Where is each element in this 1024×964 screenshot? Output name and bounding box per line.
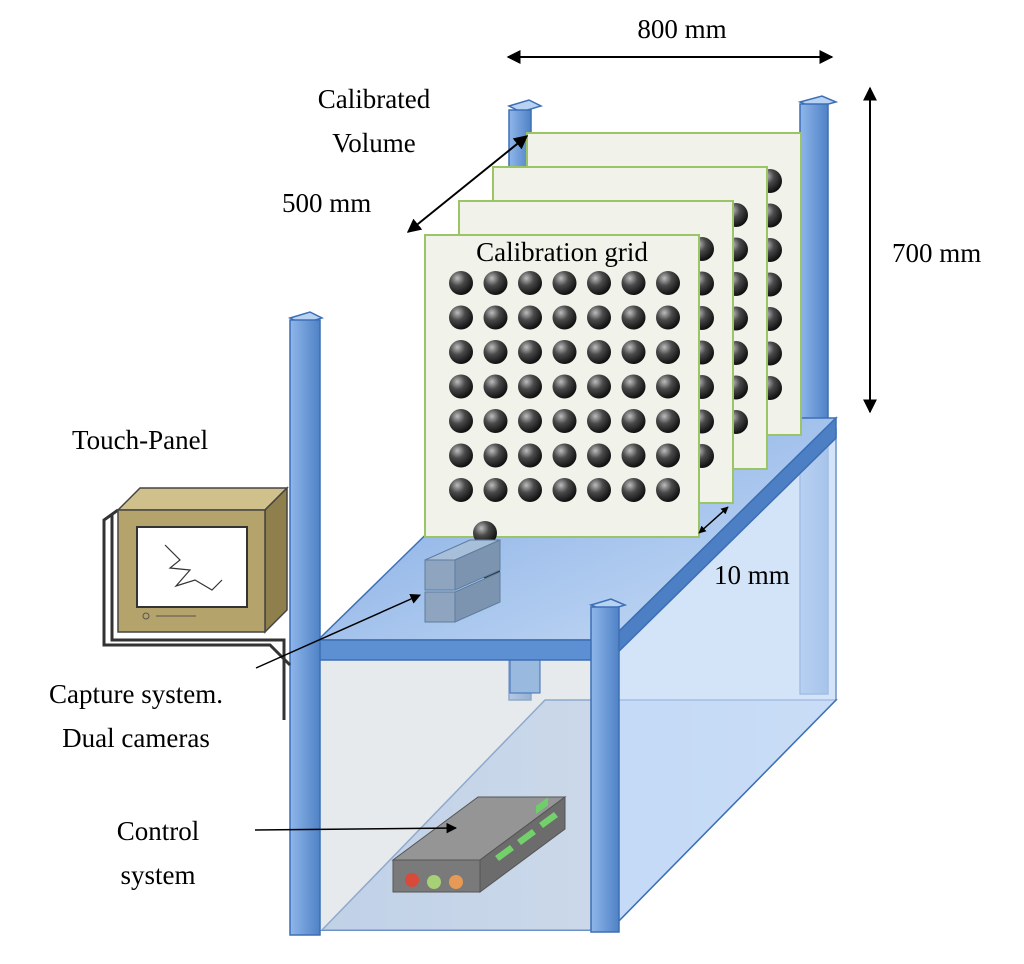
grid-dot <box>656 305 680 330</box>
grid-dot <box>587 305 611 330</box>
grid-dot <box>518 340 542 364</box>
grid-dot <box>656 374 680 399</box>
grid-dot <box>621 409 646 433</box>
grid-dot <box>483 443 508 468</box>
grid-dot <box>656 340 680 364</box>
grid-dot <box>656 478 680 502</box>
touch-panel-signature <box>164 544 223 591</box>
capture-system-label-line1: Capture system. <box>49 679 223 709</box>
grid-dot <box>449 271 473 295</box>
frame-back-inner-post <box>509 654 541 694</box>
grid-dot <box>552 478 577 502</box>
grid-dot <box>518 443 542 468</box>
depth-dimension-label: 500 mm <box>282 188 371 218</box>
capture-system-leader <box>255 594 421 669</box>
spacing-dimension-label: 10 mm <box>714 560 790 590</box>
grid-dot <box>552 443 577 468</box>
grid-dot <box>483 478 508 502</box>
grid-dot <box>449 409 473 433</box>
grid-dot <box>518 478 542 502</box>
grid-dot <box>483 305 508 330</box>
grid-dot <box>483 340 508 364</box>
grid-dot <box>518 374 542 399</box>
depth-dimension-arrow <box>406 135 529 233</box>
calibration-grid-label: Calibration grid <box>476 237 648 267</box>
grid-dot <box>449 340 473 364</box>
width-dimension-label: 800 mm <box>637 14 726 44</box>
grid-dot <box>518 305 542 330</box>
grid-dot <box>552 374 577 399</box>
control-system-label-line2: system <box>120 860 195 890</box>
grid-dot <box>587 443 611 468</box>
grid-dot <box>587 340 611 364</box>
calibrated-volume-label-line1: Calibrated <box>318 84 431 114</box>
spacing-dimension-arrow <box>698 506 729 534</box>
grid-dot <box>587 271 611 295</box>
grid-dot <box>552 340 577 364</box>
grid-dot <box>587 409 611 433</box>
touch-panel-monitor <box>102 486 292 720</box>
grid-dot <box>483 271 508 295</box>
grid-dot <box>656 271 680 295</box>
control-led-orange <box>449 875 463 889</box>
height-dimension-label: 700 mm <box>892 238 981 268</box>
calibrated-volume-label-line2: Volume <box>332 128 416 158</box>
grid-dot <box>621 374 646 399</box>
grid-dot <box>449 305 473 330</box>
frame-front-right-post <box>588 598 628 933</box>
control-system-label-line1: Control <box>117 816 200 846</box>
grid-dot <box>656 409 680 433</box>
touch-panel-label: Touch-Panel <box>72 425 208 455</box>
grid-dot <box>621 305 646 330</box>
grid-dot <box>621 340 646 364</box>
grid-dot <box>552 305 577 330</box>
grid-dot <box>518 409 542 433</box>
grid-dot <box>621 443 646 468</box>
frame-front-left-post <box>287 311 325 936</box>
grid-dot <box>483 374 508 399</box>
capture-system-label-line2: Dual cameras <box>62 723 210 753</box>
grid-dot <box>587 374 611 399</box>
grid-dot <box>656 443 680 468</box>
grid-dot <box>587 478 611 502</box>
grid-dot <box>449 374 473 399</box>
grid-dot <box>552 409 577 433</box>
grid-dot <box>552 271 577 295</box>
grid-dot <box>483 409 508 433</box>
control-system-leader <box>254 822 458 834</box>
control-system-box <box>391 796 567 893</box>
calibration-plate-1: Calibration grid <box>424 234 700 538</box>
grid-dot <box>449 478 473 502</box>
grid-dot <box>449 443 473 468</box>
dual-cameras <box>424 521 501 623</box>
grid-dot <box>621 271 646 295</box>
grid-dot <box>621 478 646 502</box>
control-led-green <box>427 875 441 889</box>
grid-dot <box>518 271 542 295</box>
control-led-red <box>405 873 419 887</box>
calibration-plates: Calibration grid <box>424 132 802 538</box>
